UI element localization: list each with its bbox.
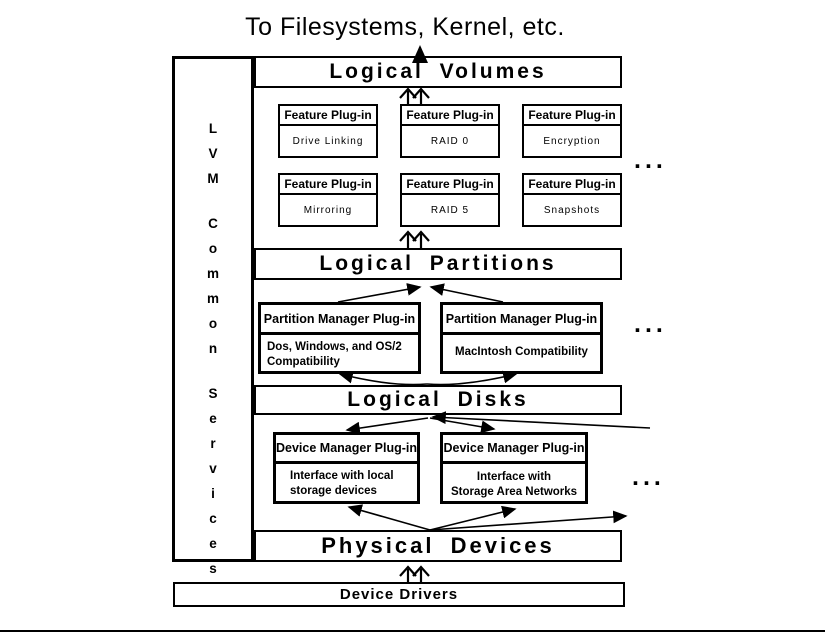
feature-plugin-mirroring: Feature Plug-in Mirroring <box>278 173 378 227</box>
feature-plugin-header: Feature Plug-in <box>402 106 498 126</box>
device-plugin-local-storage: Device Manager Plug-in Interface with lo… <box>273 432 420 504</box>
double-arrow-volumes <box>399 87 430 104</box>
double-arrow-drivers <box>399 565 430 582</box>
lvm-common-services-sidebar: LVM Common Services <box>172 56 254 586</box>
sidebar-word-common: Common <box>205 216 221 366</box>
partition-plugin-header: Partition Manager Plug-in <box>443 305 600 335</box>
device-plugin-label-line: Interface with <box>476 471 552 483</box>
device-plugin-label-line: Storage Area Networks <box>450 486 578 498</box>
ellipsis-partitions: ... <box>634 310 667 338</box>
ellipsis-features: ... <box>634 146 667 174</box>
device-plugin-label-line: storage devices <box>290 485 377 497</box>
feature-plugin-label: Drive Linking <box>292 135 364 147</box>
arrows-logical-disks-to-plugins <box>338 370 518 386</box>
sidebar-word-services: Services <box>205 386 221 586</box>
device-drivers-box: Device Drivers <box>173 582 625 607</box>
arrows-plugins-to-logical-partitions <box>337 283 504 303</box>
device-plugin-header: Device Manager Plug-in <box>443 435 585 464</box>
diagram-title: To Filesystems, Kernel, etc. <box>245 13 565 41</box>
double-arrow-partitions <box>399 230 430 248</box>
feature-plugin-header: Feature Plug-in <box>280 106 376 126</box>
layer-logical-volumes: Logical Volumes <box>254 56 622 88</box>
feature-plugin-encryption: Feature Plug-in Encryption <box>522 104 622 158</box>
arrows-device-plugins-to-logical-disks <box>345 411 651 435</box>
feature-plugin-label: Encryption <box>543 135 601 147</box>
feature-plugin-header: Feature Plug-in <box>402 175 498 195</box>
partition-plugin-macintosh: Partition Manager Plug-in MacIntosh Comp… <box>440 302 603 374</box>
feature-plugin-label: RAID 0 <box>430 135 470 147</box>
ellipsis-devices: ... <box>632 463 665 491</box>
partition-plugin-label-line: Compatibility <box>267 356 340 368</box>
feature-plugin-header: Feature Plug-in <box>280 175 376 195</box>
partition-plugin-dos-windows-os2: Partition Manager Plug-in Dos, Windows, … <box>258 302 421 374</box>
feature-plugin-label: Mirroring <box>303 204 353 216</box>
sidebar-word-lvm: LVM <box>205 121 221 196</box>
layer-logical-disks: Logical Disks <box>254 385 622 415</box>
layer-logical-partitions: Logical Partitions <box>254 248 622 280</box>
partition-plugin-label-line: Dos, Windows, and OS/2 <box>267 341 402 353</box>
device-plugin-header: Device Manager Plug-in <box>276 435 417 464</box>
partition-plugin-label: MacIntosh Compatibility <box>455 346 588 358</box>
partition-plugin-header: Partition Manager Plug-in <box>261 305 418 335</box>
feature-plugin-header: Feature Plug-in <box>524 106 620 126</box>
feature-plugin-drive-linking: Feature Plug-in Drive Linking <box>278 104 378 158</box>
feature-plugin-label: RAID 5 <box>430 204 470 216</box>
feature-plugin-snapshots: Feature Plug-in Snapshots <box>522 173 622 227</box>
feature-plugin-raid5: Feature Plug-in RAID 5 <box>400 173 500 227</box>
feature-plugin-header: Feature Plug-in <box>524 175 620 195</box>
device-plugin-label-line: Interface with local <box>290 470 394 482</box>
feature-plugin-label: Snapshots <box>543 204 601 216</box>
feature-plugin-raid0: Feature Plug-in RAID 0 <box>400 104 500 158</box>
device-plugin-san: Device Manager Plug-in Interface with St… <box>440 432 588 504</box>
arrows-physical-devices-to-plugins <box>347 504 628 531</box>
layer-physical-devices: Physical Devices <box>254 530 622 562</box>
